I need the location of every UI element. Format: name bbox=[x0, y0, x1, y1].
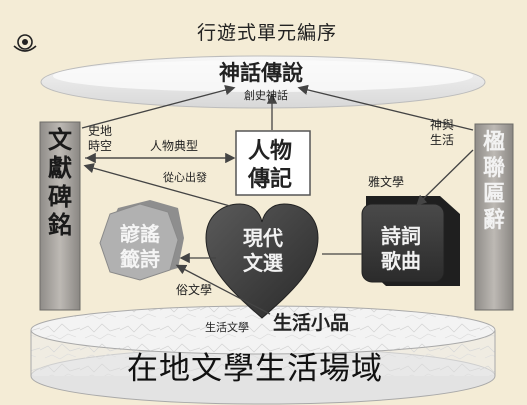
top-sub-label: 創史神話 bbox=[244, 89, 288, 102]
emblem-icon bbox=[13, 34, 37, 52]
arrow-label-folk: 俗文學 bbox=[176, 283, 213, 297]
center-box-label: 人物 傳記 bbox=[248, 138, 293, 193]
left-pillar bbox=[39, 121, 81, 311]
cube-shape bbox=[361, 203, 445, 283]
arrow-label-typical: 人物典型 bbox=[150, 139, 199, 153]
right-pillar bbox=[474, 123, 514, 311]
right-note: 神與 生活 bbox=[430, 118, 455, 147]
arrow-label-elegant: 雅文學 bbox=[368, 175, 405, 189]
left-box-label: 文獻碑銘 bbox=[48, 125, 72, 239]
center-box bbox=[235, 130, 311, 196]
left-note: 史地 時空 bbox=[88, 124, 113, 153]
cube-label: 詩詞 歌曲 bbox=[381, 224, 421, 273]
life-piece-label: 生活小品 bbox=[273, 312, 350, 334]
arrow-label-life: 生活文學 bbox=[205, 321, 249, 334]
heart-shape bbox=[205, 203, 319, 319]
arrow-label-heart: 從心出發 bbox=[163, 171, 207, 184]
bottom-base-label: 在地文學生活場域 bbox=[127, 351, 383, 387]
heart-label: 現代 文選 bbox=[243, 226, 283, 275]
top-main-label: 神話傳說 bbox=[219, 60, 303, 85]
octagon-label: 諺謠 籤詩 bbox=[120, 222, 160, 271]
octagon-shape bbox=[99, 203, 179, 281]
diagram-title: 行遊式單元編序 bbox=[197, 22, 338, 44]
right-box-label: 楹聯匾辭 bbox=[482, 129, 505, 233]
